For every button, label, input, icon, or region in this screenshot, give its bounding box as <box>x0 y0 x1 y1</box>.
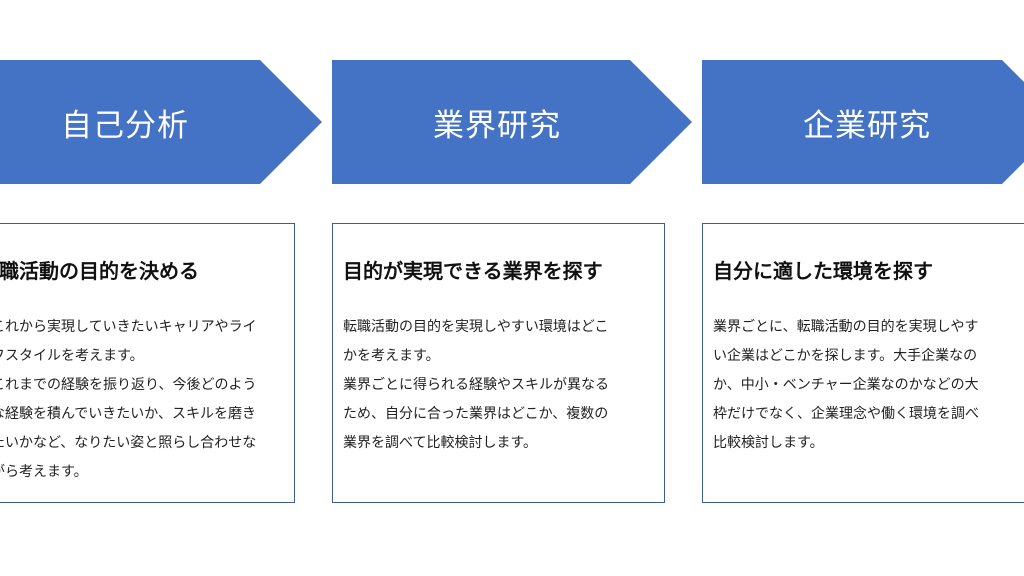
step-3-card-line: 比較検討します。 <box>713 435 824 451</box>
step-2-card: 目的が実現できる業界を探す 転職活動の目的を実現しやすい環境はどこ かを考えます… <box>332 223 665 503</box>
step-3-card-line: 枠だけでなく、企業理念や働く環境を調べ <box>713 406 979 422</box>
step-1-arrow: 自己分析 <box>0 60 322 184</box>
step-3-card-line: か、中小・ベンチャー企業なのかなどの大 <box>713 377 979 393</box>
step-2-card-body: 転職活動の目的を実現しやすい環境はどこ かを考えます。 業界ごとに得られる経験や… <box>343 313 609 458</box>
step-1-card-line: これから実現していきたいキャリアやライ <box>0 319 257 335</box>
step-1-card-line: これまでの経験を振り返り、今後どのよう <box>0 377 257 393</box>
step-2-card-title: 目的が実現できる業界を探す <box>343 259 603 283</box>
step-2-arrow-label: 業界研究 <box>433 107 561 144</box>
step-1-card-line: な経験を積んでいきたいか、スキルを磨き <box>0 406 257 422</box>
step-2-card-line: 業界ごとに得られる経験やスキルが異なる <box>343 377 609 393</box>
step-3-card-line: い企業はどこかを探します。大手企業なの <box>713 348 978 364</box>
step-3-arrow-shape <box>702 60 1024 184</box>
step-1-card-title: 転職活動の目的を決める <box>0 259 199 283</box>
step-1-card-line: たいかなど、なりたい姿と照らし合わせな <box>0 435 257 451</box>
step-1-arrow-shape <box>0 60 322 184</box>
step-3-card: 自分に適した環境を探す 業界ごとに、転職活動の目的を実現しやす い企業はどこかを… <box>702 223 1024 503</box>
step-3-card-line: 業界ごとに、転職活動の目的を実現しやす <box>713 319 979 335</box>
step-3-arrow: 企業研究 <box>702 60 1024 184</box>
step-2-card-line: 業界を調べて比較検討します。 <box>343 435 538 451</box>
step-3-card-title: 自分に適した環境を探す <box>713 259 933 283</box>
step-2-arrow-shape <box>332 60 692 184</box>
step-2-arrow: 業界研究 <box>332 60 692 184</box>
step-1-card-line: がら考えます。 <box>0 464 88 480</box>
step-3-arrow-label: 企業研究 <box>803 107 931 144</box>
step-3-card-body: 業界ごとに、転職活動の目的を実現しやす い企業はどこかを探します。大手企業なの … <box>713 313 979 458</box>
step-1-arrow-label: 自己分析 <box>61 107 189 144</box>
step-1-card-body: これから実現していきたいキャリアやライ フスタイルを考えます。 これまでの経験を… <box>0 313 257 487</box>
step-1-card-line: フスタイルを考えます。 <box>0 348 144 364</box>
step-2-card-line: 転職活動の目的を実現しやすい環境はどこ <box>343 319 609 335</box>
step-2-card-line: ため、自分に合った業界はどこか、複数の <box>343 406 609 422</box>
step-2-card-line: かを考えます。 <box>343 348 440 364</box>
step-1-card: 転職活動の目的を決める これから実現していきたいキャリアやライ フスタイルを考え… <box>0 223 295 503</box>
